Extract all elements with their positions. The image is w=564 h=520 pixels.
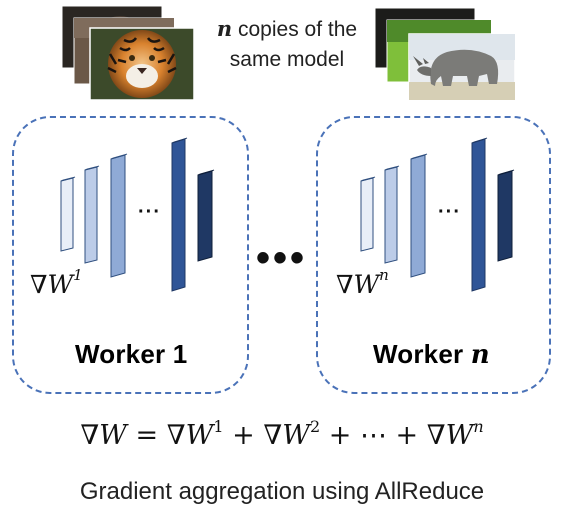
diagram-caption: Gradient aggregation using AllReduce (79, 478, 485, 505)
worker-n-gradient-label: ∇Wn (336, 266, 389, 299)
right-photos (374, 7, 516, 101)
layer-4 (471, 137, 488, 292)
copies-text-line1: copies of the (232, 18, 358, 41)
gradient-superscript: n (379, 266, 389, 284)
layer-4 (171, 137, 188, 292)
eq-plus: + (223, 420, 264, 451)
worker-n-layer-ellipsis: ··· (438, 201, 461, 223)
worker-n-box (316, 116, 551, 394)
between-workers-ellipsis: ••• (256, 236, 308, 280)
eq-var: W (445, 420, 474, 451)
worker-n-label-text: Worker (373, 339, 471, 369)
worker-n-layers (360, 137, 515, 292)
eq-cdots: ⋯ (359, 420, 387, 451)
copies-text-line2: same model (229, 48, 345, 71)
eq-sup: n (473, 417, 484, 436)
worker-1-label: Worker 1 (75, 339, 187, 370)
layer-5 (197, 169, 215, 262)
eq-equals: = (126, 420, 167, 451)
eq-var: W (185, 420, 214, 451)
eq-nabla: ∇ (263, 420, 283, 451)
rhino-photo (408, 33, 516, 101)
left-image-stack (60, 4, 195, 104)
right-image-stack (373, 6, 518, 102)
eq-plus: + (386, 420, 427, 451)
left-photos (61, 5, 195, 101)
gradient-var: W (353, 270, 380, 299)
worker-n-label-var: n (470, 340, 490, 370)
eq-var: W (99, 420, 127, 451)
nabla-symbol: ∇ (336, 270, 354, 299)
aggregation-equation: ∇W = ∇W1 + ∇W2 + ⋯ + ∇Wn (0, 417, 564, 451)
worker-n-label: Worker n (373, 339, 490, 370)
copies-variable: n (216, 16, 233, 41)
eq-var: W (282, 420, 310, 451)
gradient-var: W (47, 270, 74, 299)
worker-1-layers (60, 137, 215, 292)
layer-5 (497, 169, 515, 262)
eq-sup: 2 (309, 417, 321, 436)
eq-nabla: ∇ (80, 420, 100, 451)
eq-nabla: ∇ (166, 420, 186, 451)
layer-2 (84, 165, 100, 264)
copies-caption: n copies of the same model (207, 14, 367, 75)
worker-1-layer-ellipsis: ··· (138, 201, 161, 223)
worker-1-box (12, 116, 249, 394)
layer-3 (410, 153, 428, 278)
eq-nabla: ∇ (426, 420, 446, 451)
tiger-photo (89, 27, 195, 101)
nabla-symbol: ∇ (30, 270, 48, 299)
worker-1-gradient-label: ∇W1 (30, 266, 83, 299)
worker-1-label-text: Worker 1 (75, 339, 188, 369)
eq-plus: + (320, 420, 360, 451)
layer-3 (110, 153, 128, 278)
eq-sup: 1 (213, 417, 224, 436)
gradient-superscript: 1 (73, 266, 83, 284)
layer-2 (384, 165, 400, 264)
layer-1 (60, 176, 76, 252)
layer-1 (360, 176, 376, 252)
